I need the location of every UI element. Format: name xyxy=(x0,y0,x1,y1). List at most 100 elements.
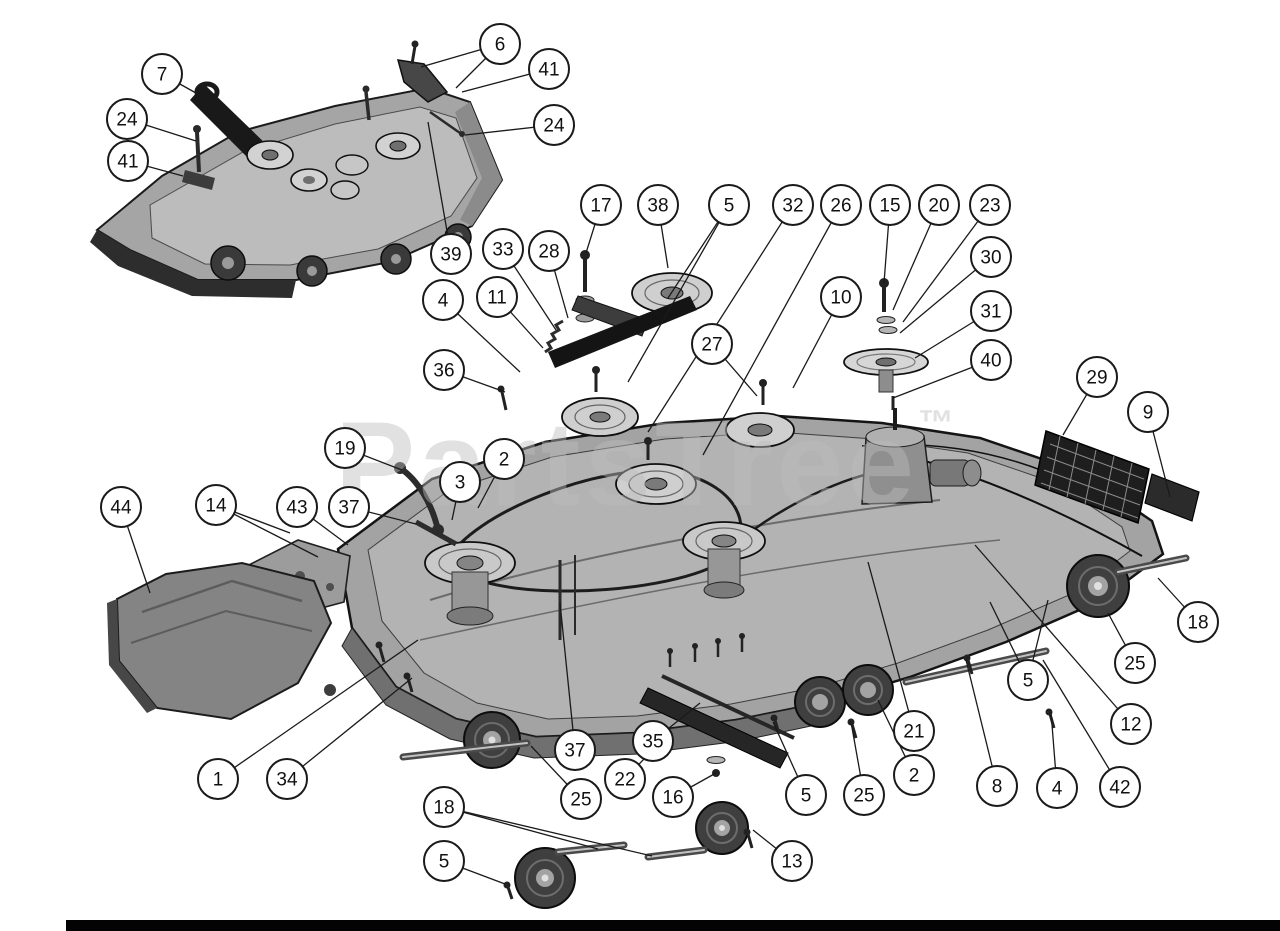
leader-line-23-13 xyxy=(902,204,991,323)
svg-text:29: 29 xyxy=(1086,368,1107,389)
callout-17-6[interactable]: 17 xyxy=(580,184,622,226)
callout-20-12[interactable]: 20 xyxy=(918,184,960,226)
callout-12-37[interactable]: 12 xyxy=(1110,703,1152,745)
callout-10-22[interactable]: 10 xyxy=(820,276,862,318)
callout-35-39[interactable]: 35 xyxy=(632,720,674,762)
callout-11-21[interactable]: 11 xyxy=(476,276,518,318)
svg-text:11: 11 xyxy=(487,288,507,309)
svg-text:15: 15 xyxy=(879,196,900,217)
leader-line-34-44 xyxy=(286,677,413,780)
leader-line-5-8 xyxy=(627,204,730,383)
svg-text:17: 17 xyxy=(590,196,611,217)
callout-19-27[interactable]: 19 xyxy=(324,427,366,469)
callout-28-19[interactable]: 28 xyxy=(528,230,570,272)
callout-2-41[interactable]: 2 xyxy=(893,754,935,796)
callout-43-32[interactable]: 43 xyxy=(276,486,318,528)
deflector-bar xyxy=(639,674,795,769)
callout-5-8[interactable]: 5 xyxy=(708,184,750,226)
small-deck-pulleys xyxy=(246,132,421,200)
callout-22-42[interactable]: 22 xyxy=(604,758,646,800)
callout-16-45[interactable]: 16 xyxy=(652,776,694,818)
svg-text:13: 13 xyxy=(781,852,802,873)
callout-37-40[interactable]: 37 xyxy=(554,729,596,771)
svg-text:22: 22 xyxy=(614,770,635,791)
callout-44-30[interactable]: 44 xyxy=(100,486,142,528)
svg-text:44: 44 xyxy=(110,498,132,519)
svg-text:16: 16 xyxy=(662,788,683,809)
callout-7-0[interactable]: 7 xyxy=(141,53,183,95)
callout-4-20[interactable]: 4 xyxy=(422,279,464,321)
callout-42-51[interactable]: 42 xyxy=(1099,766,1141,808)
callout-41-2[interactable]: 41 xyxy=(107,140,149,182)
svg-text:43: 43 xyxy=(286,498,307,519)
svg-text:5: 5 xyxy=(801,786,812,807)
svg-text:35: 35 xyxy=(642,732,663,753)
callout-32-9[interactable]: 32 xyxy=(772,184,814,226)
svg-text:9: 9 xyxy=(1143,403,1154,424)
svg-text:28: 28 xyxy=(538,242,559,263)
callout-15-11[interactable]: 15 xyxy=(869,184,911,226)
callout-1-43[interactable]: 1 xyxy=(197,758,239,800)
svg-text:19: 19 xyxy=(334,439,355,460)
callout-5-54[interactable]: 5 xyxy=(423,840,465,882)
svg-text:32: 32 xyxy=(782,196,803,217)
svg-text:21: 21 xyxy=(903,722,924,743)
callout-27-23[interactable]: 27 xyxy=(691,323,733,365)
svg-text:6: 6 xyxy=(495,35,506,56)
callout-24-5[interactable]: 24 xyxy=(533,104,575,146)
callout-31-15[interactable]: 31 xyxy=(970,290,1012,332)
svg-text:10: 10 xyxy=(830,288,851,309)
callout-29-25[interactable]: 29 xyxy=(1076,356,1118,398)
callout-33-18[interactable]: 33 xyxy=(482,228,524,270)
callout-34-44[interactable]: 34 xyxy=(266,758,308,800)
rear-discharge-baffle xyxy=(1034,429,1200,525)
callout-24-1[interactable]: 24 xyxy=(106,98,148,140)
callout-26-10[interactable]: 26 xyxy=(820,184,862,226)
callout-23-13[interactable]: 23 xyxy=(969,184,1011,226)
drive-belt xyxy=(190,81,268,161)
svg-text:25: 25 xyxy=(570,790,591,811)
svg-text:5: 5 xyxy=(439,852,450,873)
callout-4-50[interactable]: 4 xyxy=(1036,767,1078,809)
callout-14-31[interactable]: 14 xyxy=(195,484,237,526)
callout-18-52[interactable]: 18 xyxy=(423,786,465,828)
small-deck-brackets xyxy=(182,40,465,190)
svg-text:5: 5 xyxy=(724,196,735,217)
callout-6-3[interactable]: 6 xyxy=(479,23,521,65)
callout-41-4[interactable]: 41 xyxy=(528,48,570,90)
svg-text:18: 18 xyxy=(433,798,454,819)
svg-text:24: 24 xyxy=(116,110,138,131)
callout-3-29[interactable]: 3 xyxy=(439,461,481,503)
svg-text:5: 5 xyxy=(1023,671,1034,692)
svg-text:24: 24 xyxy=(543,116,565,137)
svg-text:42: 42 xyxy=(1109,778,1130,799)
svg-text:41: 41 xyxy=(117,152,138,173)
discharge-chute xyxy=(107,561,336,721)
callout-5-47[interactable]: 5 xyxy=(785,774,827,816)
callout-9-26[interactable]: 9 xyxy=(1127,391,1169,433)
leader-line-8-49 xyxy=(965,659,998,787)
callout-36-24[interactable]: 36 xyxy=(423,349,465,391)
callout-39-17[interactable]: 39 xyxy=(430,233,472,275)
leader-line-26-10 xyxy=(702,204,842,456)
callout-25-35[interactable]: 25 xyxy=(1114,642,1156,684)
callout-25-48[interactable]: 25 xyxy=(843,774,885,816)
svg-text:40: 40 xyxy=(980,351,1001,372)
svg-text:26: 26 xyxy=(830,196,851,217)
callout-18-34[interactable]: 18 xyxy=(1177,601,1219,643)
callout-5-36[interactable]: 5 xyxy=(1007,659,1049,701)
callout-30-14[interactable]: 30 xyxy=(970,236,1012,278)
callout-13-53[interactable]: 13 xyxy=(771,840,813,882)
spindles-and-pulleys xyxy=(394,250,982,640)
callout-40-16[interactable]: 40 xyxy=(970,339,1012,381)
svg-text:34: 34 xyxy=(276,770,298,791)
callout-21-38[interactable]: 21 xyxy=(893,710,935,752)
callout-38-7[interactable]: 38 xyxy=(637,184,679,226)
callout-8-49[interactable]: 8 xyxy=(976,765,1018,807)
callout-37-33[interactable]: 37 xyxy=(328,486,370,528)
callout-2-28[interactable]: 2 xyxy=(483,438,525,480)
callout-25-46[interactable]: 25 xyxy=(560,778,602,820)
